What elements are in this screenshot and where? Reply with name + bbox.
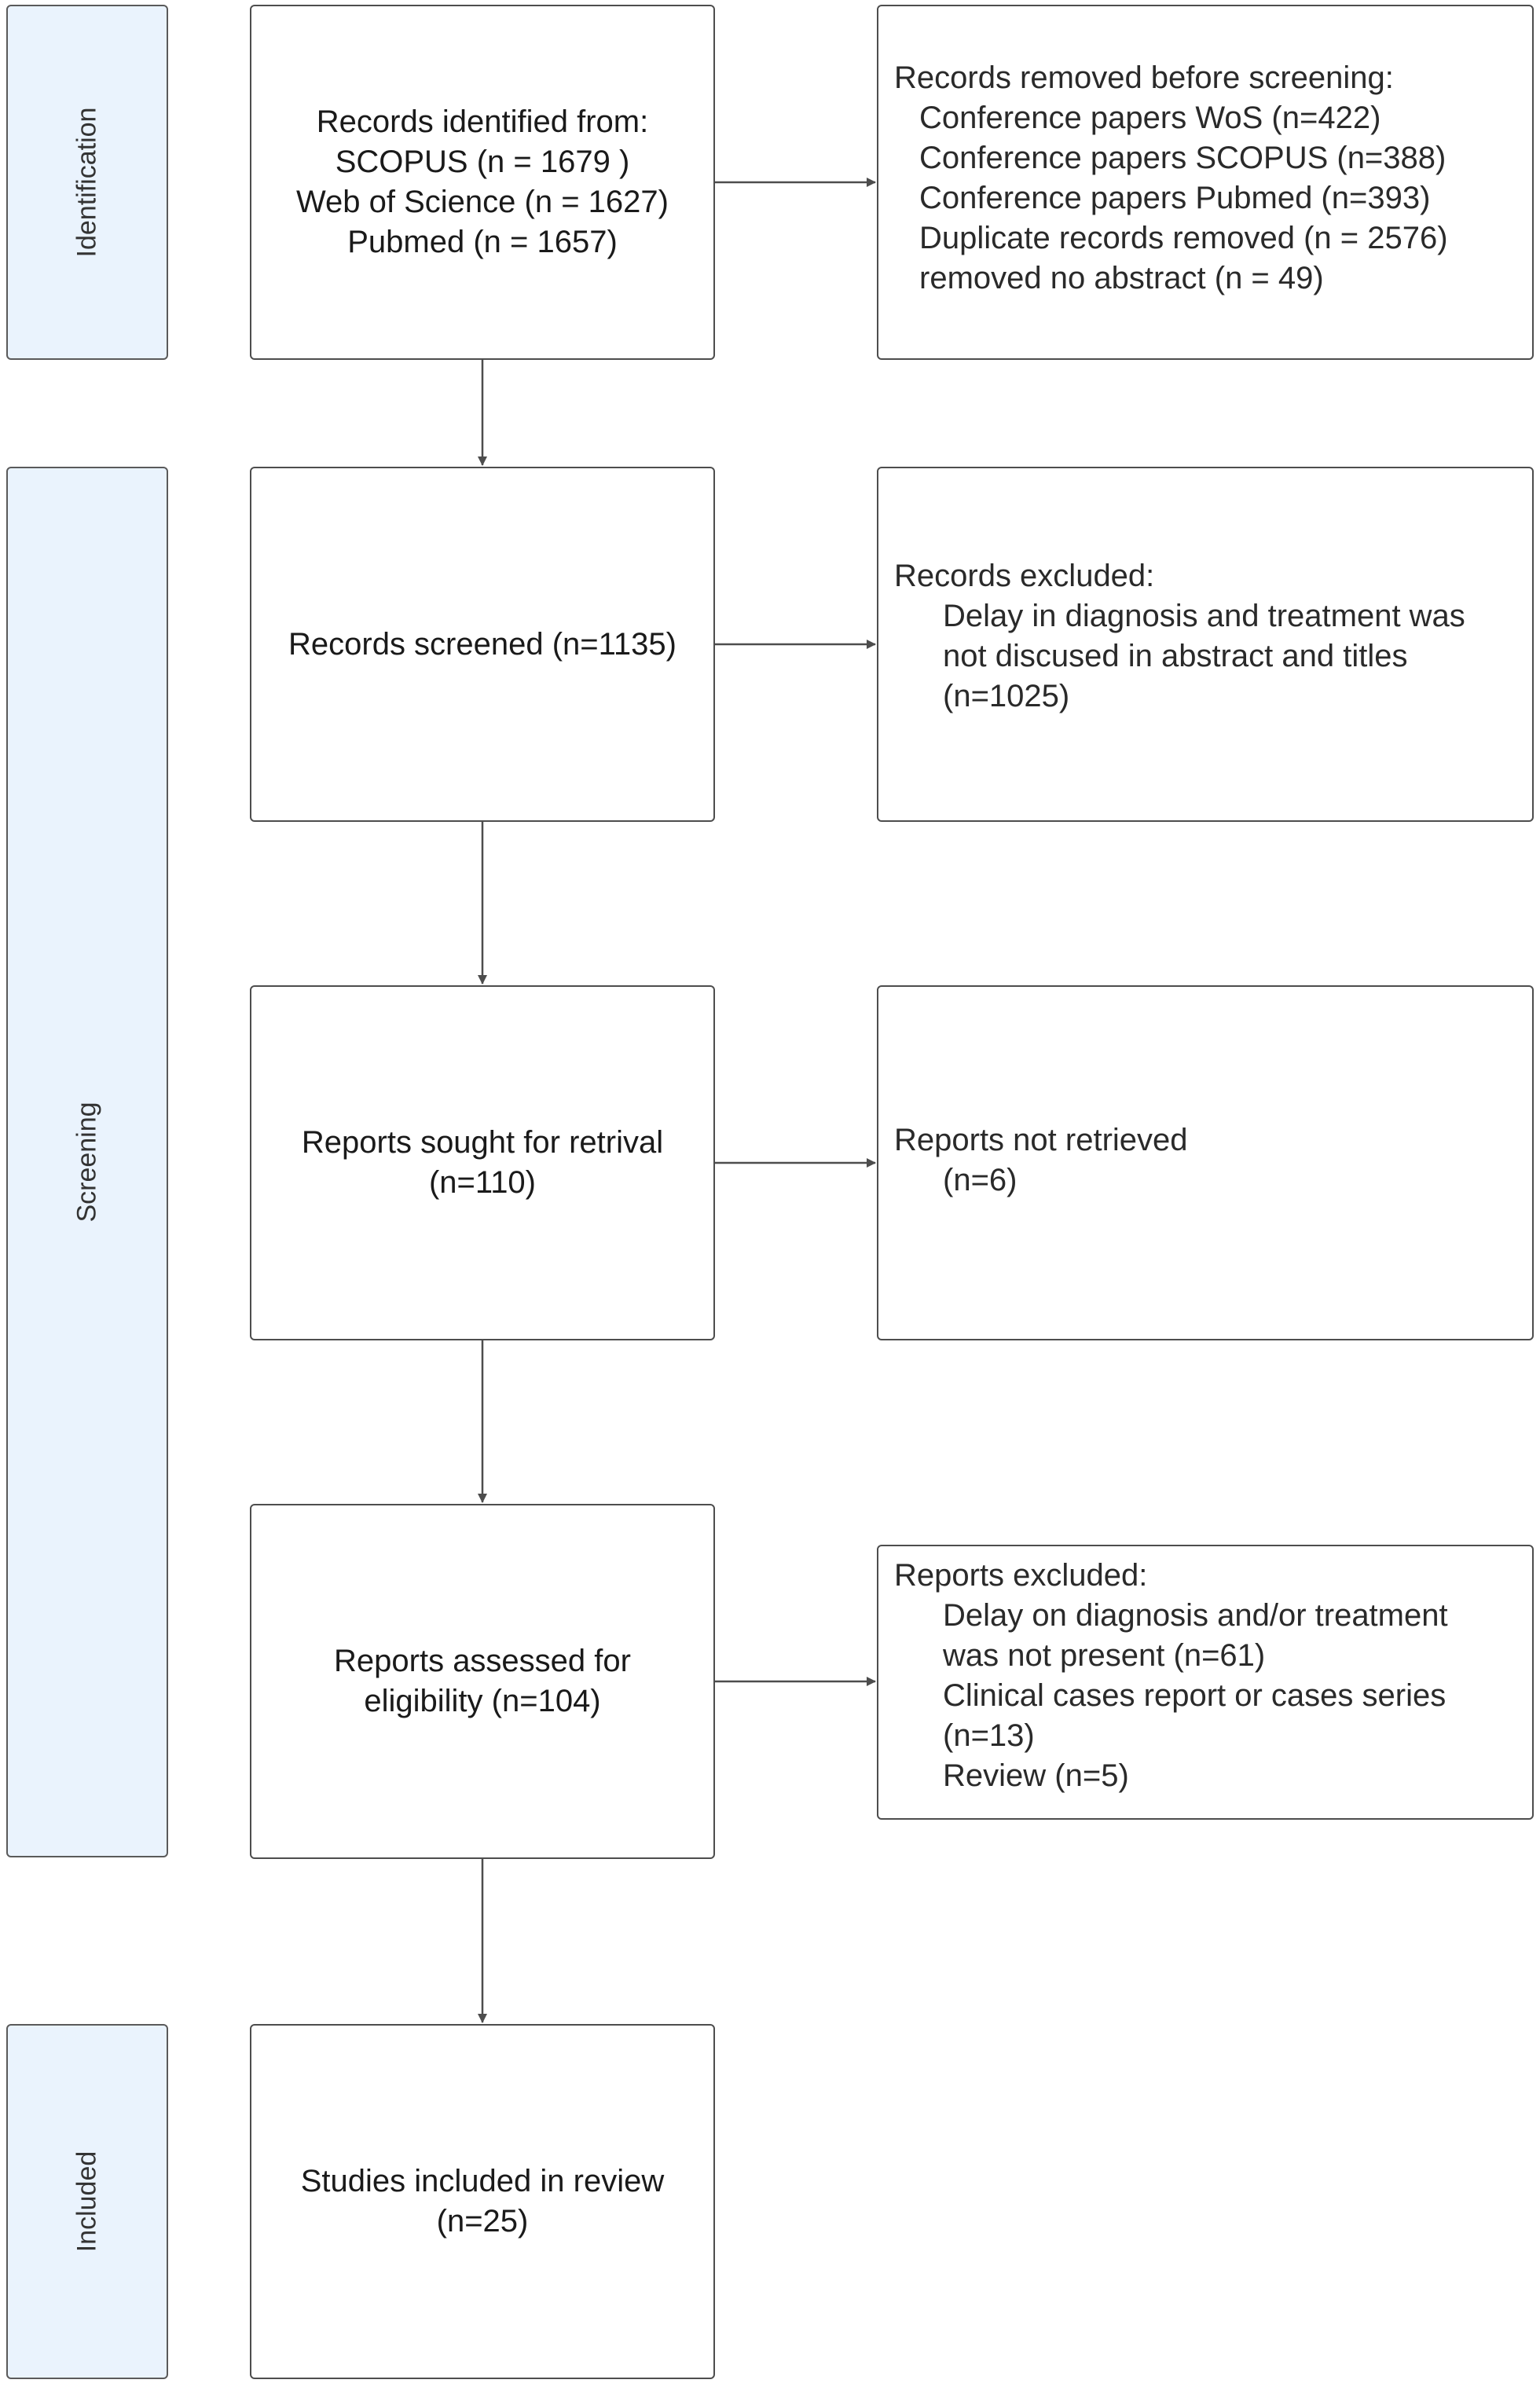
reports-excluded-box: Reports excluded: Delay on diagnosis and…: [877, 1545, 1534, 1820]
identified-line-4: Pubmed (n = 1657): [347, 225, 618, 259]
reports-excluded-item-5: Review (n=5): [943, 1758, 1129, 1793]
reports-assessed-box: Reports assessed for eligibility (n=104): [250, 1504, 715, 1859]
excluded-item-3: (n=1025): [943, 679, 1070, 713]
not-retrieved-title: Reports not retrieved: [894, 1123, 1188, 1157]
phase-screening: Screening: [6, 467, 168, 1857]
removed-item-5: removed no abstract (n = 49): [919, 261, 1324, 295]
screened-line-1: Records screened (n=1135): [288, 626, 676, 662]
reports-excluded-item-2: was not present (n=61): [943, 1638, 1266, 1673]
reports-excluded-item-1: Delay on diagnosis and/or treatment: [943, 1598, 1448, 1633]
records-removed-box: Records removed before screening: Confer…: [877, 5, 1534, 360]
removed-item-3: Conference papers Pubmed (n=393): [919, 181, 1431, 215]
phase-identification: Identification: [6, 5, 168, 360]
reports-not-retrieved-box: Reports not retrieved (n=6): [877, 985, 1534, 1340]
identified-line-1: Records identified from:: [316, 104, 649, 139]
reports-excluded-item-4: (n=13): [943, 1718, 1035, 1753]
removed-item-2: Conference papers SCOPUS (n=388): [919, 141, 1446, 175]
identified-line-3: Web of Science (n = 1627): [296, 185, 669, 219]
removed-item-4: Duplicate records removed (n = 2576): [919, 221, 1448, 255]
reports-sought-box: Reports sought for retrival (n=110): [250, 985, 715, 1340]
identified-line-2: SCOPUS (n = 1679 ): [335, 145, 630, 179]
excluded-title: Records excluded:: [894, 559, 1155, 593]
records-excluded-box: Records excluded: Delay in diagnosis and…: [877, 467, 1534, 822]
not-retrieved-item-1: (n=6): [943, 1163, 1018, 1197]
sought-line-2: (n=110): [428, 1165, 536, 1200]
assessed-line-1: Reports assessed for: [334, 1644, 631, 1678]
removed-title: Records removed before screening:: [894, 60, 1394, 95]
studies-included-box: Studies included in review (n=25): [250, 2024, 715, 2379]
records-identified-box: Records identified from: SCOPUS (n = 167…: [250, 5, 715, 360]
excluded-item-1: Delay in diagnosis and treatment was: [943, 599, 1465, 633]
excluded-item-2: not discused in abstract and titles: [943, 639, 1408, 673]
included-line-2: (n=25): [436, 2204, 529, 2238]
reports-excluded-item-3: Clinical cases report or cases series: [943, 1678, 1446, 1713]
records-screened-box: Records screened (n=1135): [250, 467, 715, 822]
included-line-1: Studies included in review: [300, 2164, 665, 2198]
removed-item-1: Conference papers WoS (n=422): [919, 101, 1381, 135]
sought-line-1: Reports sought for retrival: [301, 1125, 664, 1160]
phase-included: Included: [6, 2024, 168, 2379]
reports-excluded-title: Reports excluded:: [894, 1558, 1148, 1593]
assessed-line-2: eligibility (n=104): [364, 1684, 601, 1718]
